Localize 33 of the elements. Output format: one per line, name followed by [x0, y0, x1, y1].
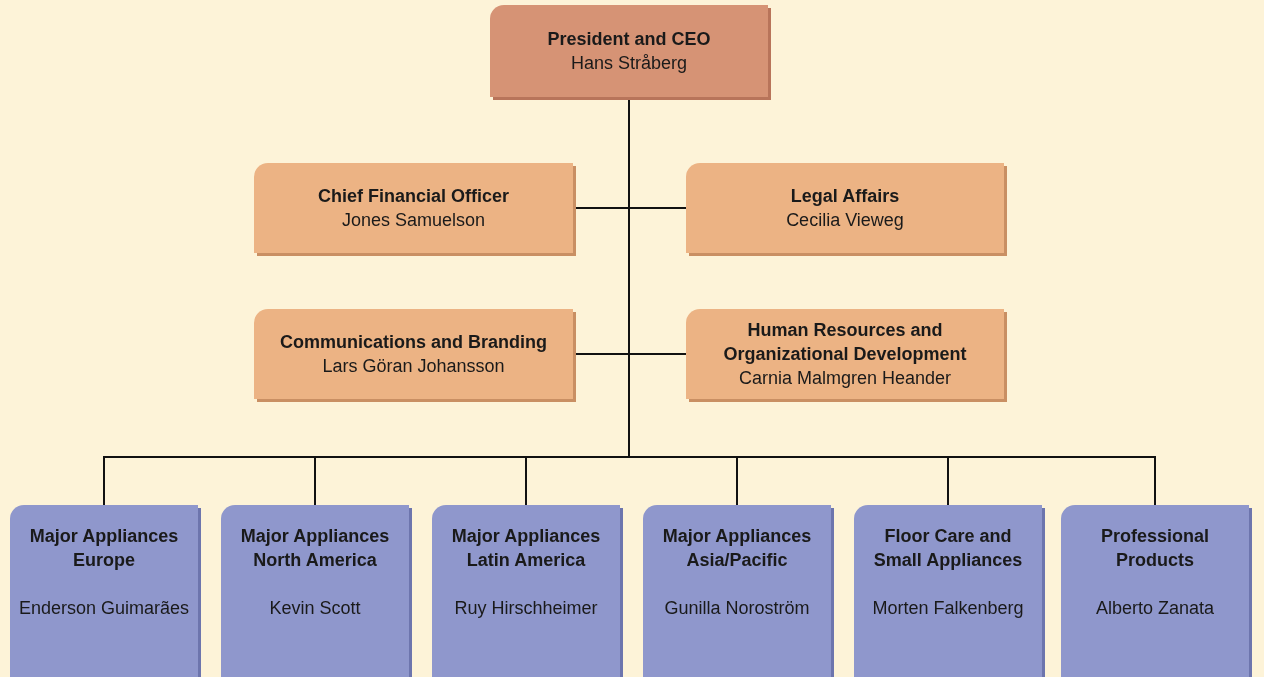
division-box	[1061, 505, 1249, 677]
position-title: Major Appliances Asia/Pacific	[661, 525, 813, 572]
division-box	[432, 505, 620, 677]
executive-box	[254, 309, 573, 399]
person-name: Jones Samuelson	[341, 209, 486, 232]
person-name: Gunilla Noroström	[664, 597, 810, 620]
person-name: Cecilia Vieweg	[786, 209, 904, 232]
division-box	[221, 505, 409, 677]
executive-box	[490, 5, 768, 97]
position-title: Human Resources and Organizational Development	[722, 319, 968, 366]
person-name: Carnia Malmgren Heander	[738, 367, 952, 390]
position-title: Major Appliances North America	[239, 525, 391, 572]
position-title: Major Appliances Europe	[28, 525, 180, 572]
position-title: Major Appliances Latin America	[450, 525, 602, 572]
person-name: Ruy Hirschheimer	[454, 597, 598, 620]
executive-box	[686, 309, 1004, 399]
division-box	[10, 505, 198, 677]
person-name: Alberto Zanata	[1095, 597, 1215, 620]
executive-box	[686, 163, 1004, 253]
person-name: Hans Stråberg	[570, 52, 688, 75]
position-title: Chief Financial Officer	[317, 185, 509, 208]
person-name: Morten Falkenberg	[872, 597, 1024, 620]
position-title: Legal Affairs	[790, 185, 900, 208]
position-title: Communications and Branding	[280, 331, 547, 354]
position-title: Professional Products	[1099, 525, 1210, 572]
person-name: Enderson Guimarães	[18, 597, 190, 620]
division-box	[854, 505, 1042, 677]
person-name: Lars Göran Johansson	[322, 355, 505, 378]
position-title: President and CEO	[547, 28, 711, 51]
position-title: Floor Care and Small Appliances	[872, 525, 1024, 572]
person-name: Kevin Scott	[269, 597, 361, 620]
division-box	[643, 505, 831, 677]
executive-box	[254, 163, 573, 253]
